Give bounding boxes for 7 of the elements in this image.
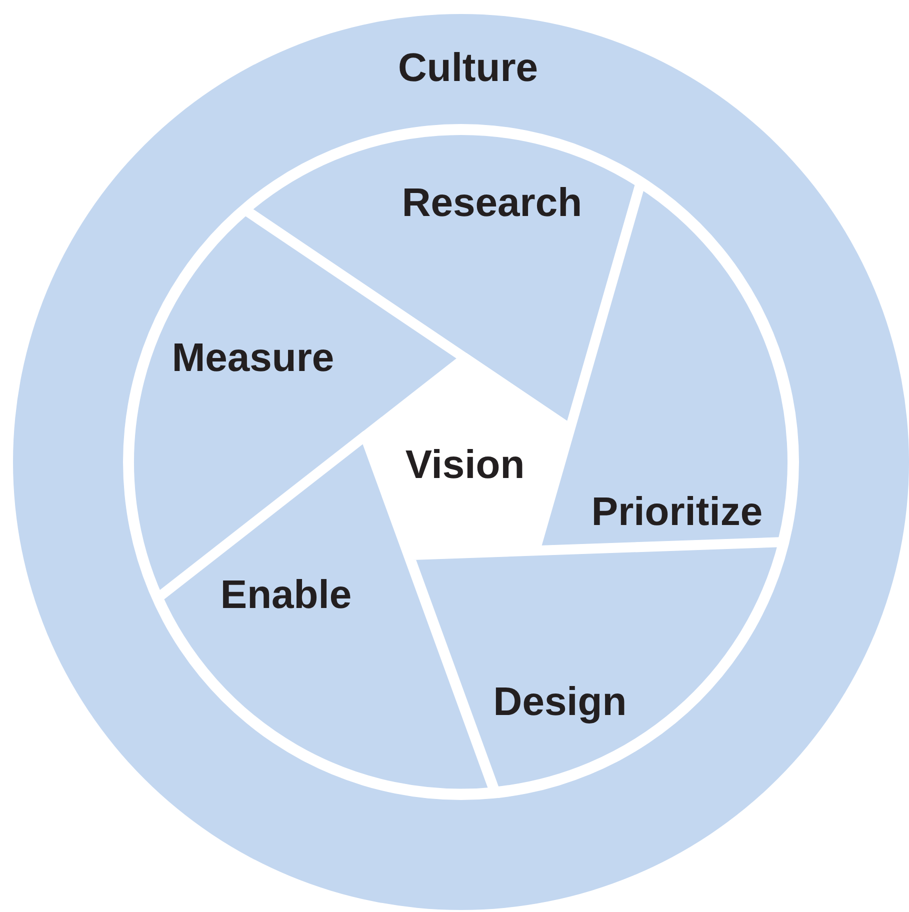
- segment-label: Enable: [220, 574, 352, 615]
- segment-label: Vision: [405, 444, 525, 485]
- segment-label: Design: [493, 682, 627, 722]
- segment-label: Prioritize: [591, 492, 763, 532]
- ring-label: Culture: [398, 48, 538, 88]
- segment-label: Research: [402, 182, 582, 223]
- segment-label: Measure: [172, 338, 334, 378]
